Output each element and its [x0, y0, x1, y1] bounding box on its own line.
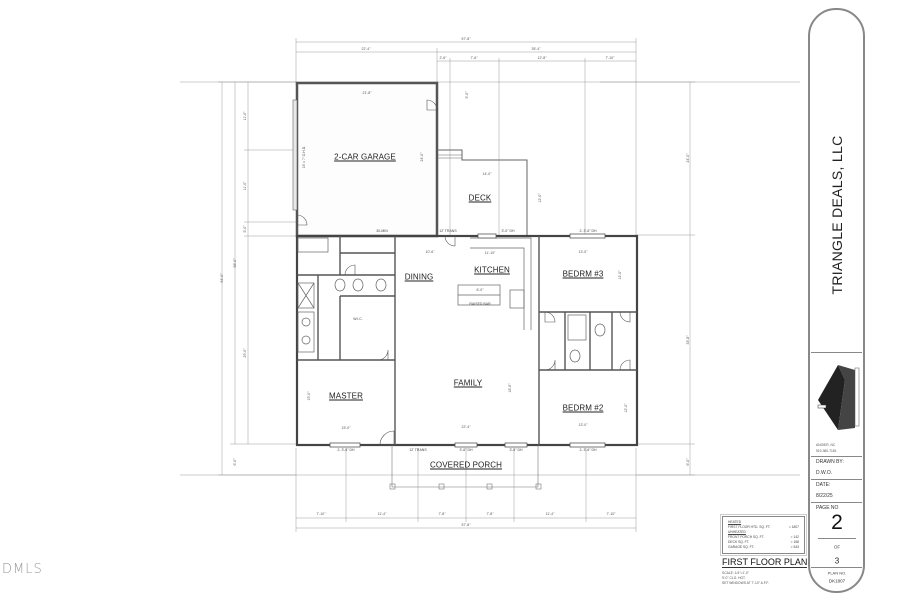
- room-bedroom-2: BEDRM #2: [562, 403, 604, 413]
- dim-dining-width: 10'-6": [425, 250, 435, 254]
- porch-sqft-label: FRONT PORCH SQ. FT.: [728, 535, 765, 539]
- date-label: DATE:: [816, 482, 831, 488]
- dim-top-right: 35'-4": [531, 47, 541, 51]
- divider: [811, 352, 862, 353]
- room-deck: DECK: [468, 193, 492, 203]
- opening-family-window-1: 3'-6" DH: [459, 448, 473, 452]
- divider: [811, 456, 862, 457]
- divider: [818, 538, 856, 539]
- dim-top-seg-4: 7'-10": [605, 56, 615, 60]
- kads-logo-icon: [817, 365, 860, 430]
- dim-garage-depth: 24'-0": [420, 152, 424, 162]
- ceiling-note: 9'-0" CLG. HGT.: [722, 576, 746, 580]
- page-total: 3: [834, 556, 840, 566]
- company-name: TRIANGLE DEALS, LLC: [829, 135, 845, 295]
- opening-rear-door: 12' TRANS: [439, 229, 457, 233]
- room-kitchen: KITCHEN: [474, 265, 510, 275]
- dim-bottom-seg-2: 11'-4": [377, 512, 387, 516]
- dim-left-seg-3: 5'-0": [243, 225, 247, 233]
- dim-left-porch: 6'-0": [233, 458, 237, 466]
- garage-sqft-value: = 543: [790, 545, 799, 549]
- location: ANGIER, NC: [816, 443, 836, 447]
- dim-left-seg-1: 11'-0": [243, 111, 247, 121]
- dim-bottom-seg-1: 7'-10": [316, 512, 326, 516]
- porch-sqft-value: = 142: [790, 535, 799, 539]
- date: 8/22/25: [816, 493, 833, 499]
- opening-master-window: 2- 3'-6" DH: [337, 448, 355, 452]
- dim-top-left: 22'-4": [361, 47, 371, 51]
- dim-deck-step: 5'-0": [465, 91, 469, 99]
- window-note: SET WINDOWS AT 7'-10" A.F.F.: [722, 581, 769, 585]
- dim-garage-width: 21'-8": [362, 91, 372, 95]
- dim-bed3-width: 13'-0": [578, 250, 588, 254]
- dim-top-seg-2: 7'-6": [470, 56, 478, 60]
- room-garage: 2-CAR GARAGE: [334, 152, 396, 162]
- dim-bottom-seg-6: 7'-10": [606, 512, 616, 516]
- dim-left-overall: 64'-0": [220, 273, 224, 283]
- room-dining: DINING: [404, 272, 434, 282]
- plan-no-label: PLAN NO.: [827, 570, 847, 576]
- heated-row-value: = 1807: [788, 525, 799, 529]
- dim-right-porch: 6'-0": [686, 458, 690, 466]
- opening-family-window-2: 3'-6" DH: [509, 448, 523, 452]
- title-block: [808, 8, 865, 593]
- page-number: 2: [831, 511, 843, 534]
- dim-right-house: 33'-8": [686, 335, 690, 345]
- heated-row-label: FIRST FLOOR HTD. SQ. FT.: [728, 525, 771, 529]
- dim-bed2-width: 13'-0": [578, 423, 588, 427]
- room-wic: W.I.C.: [353, 317, 363, 321]
- square-footage-box: HEATED FIRST FLOOR HTD. SQ. FT. = 1807 U…: [720, 514, 807, 556]
- room-bedroom-3: BEDRM #3: [562, 269, 604, 279]
- sheet-title: FIRST FLOOR PLAN: [722, 557, 808, 568]
- heated-label: HEATED: [728, 520, 742, 524]
- drawn-by: D.W.O.: [816, 470, 833, 476]
- divider: [811, 502, 862, 503]
- scale-note: SCALE: 1/4"=1'-0": [722, 571, 749, 575]
- deck-sqft-label: DECK SQ. FT.: [728, 540, 750, 544]
- dim-left-house: 58'-0": [233, 258, 237, 268]
- divider: [811, 567, 862, 568]
- dim-family-depth: 18'-6": [508, 383, 512, 393]
- dim-master-width: 15'-0": [341, 426, 351, 430]
- dim-right-upper: 24'-0": [686, 153, 690, 163]
- room-covered-porch: COVERED PORCH: [430, 460, 502, 470]
- dim-deck-width: 14'-0": [482, 172, 492, 176]
- dim-garage-door: 16' x 7' O.H.D.: [302, 145, 306, 169]
- room-family: FAMILY: [453, 378, 483, 388]
- dim-bottom-overall: 57'-8": [461, 523, 471, 527]
- dim-kitchen-width: 11'-10": [484, 251, 496, 255]
- room-master: MASTER: [329, 391, 363, 401]
- dim-bottom-seg-4: 7'-8": [486, 512, 494, 516]
- dim-deck-depth: 12'-0": [538, 193, 542, 203]
- dim-top-overall: 57'-8": [461, 37, 471, 41]
- garage-sqft-label: GARAGE SQ. FT.: [728, 545, 755, 549]
- dim-left-seg-4: 29'-0": [243, 348, 247, 358]
- dim-top-seg-1: 2'-6": [439, 56, 447, 60]
- phone: 919-360-7181: [816, 449, 837, 453]
- opening-front-door: 12' TRANS: [409, 448, 427, 452]
- opening-bed3-window: 2- 3'-6" DH: [579, 229, 597, 233]
- unheated-label: UNHEATED: [728, 530, 746, 534]
- dim-family-width: 22'-4": [461, 425, 471, 429]
- dim-bed3-depth: 12'-0": [618, 270, 622, 280]
- opening-laundry-door: 30-MIN: [376, 229, 388, 233]
- opening-kitchen-window: 3'-0" DH: [501, 229, 515, 233]
- page-no-label: PAGE NO: [816, 505, 839, 511]
- watermark: DMLS: [2, 562, 43, 577]
- dim-bottom-seg-3: 7'-8": [438, 512, 446, 516]
- dim-top-seg-3: 12'-8": [537, 56, 547, 60]
- dim-bottom-seg-5: 11'-4": [545, 512, 555, 516]
- raised-bar-label: RAISED BAR: [469, 302, 491, 306]
- dim-island: 6'-0": [476, 288, 484, 292]
- drawn-by-label: DRAWN BY:: [816, 459, 844, 465]
- page-of-label: OF: [833, 544, 841, 550]
- dim-bed2-depth: 12'-0": [624, 403, 628, 413]
- opening-bed2-window: 2- 3'-6" DH: [579, 448, 597, 452]
- divider: [811, 479, 862, 480]
- deck-sqft-value: = 168: [790, 540, 799, 544]
- dim-master-depth: 15'-0": [307, 391, 311, 401]
- dim-left-seg-2: 11'-0": [243, 181, 247, 191]
- plan-number: DK1807: [828, 578, 846, 584]
